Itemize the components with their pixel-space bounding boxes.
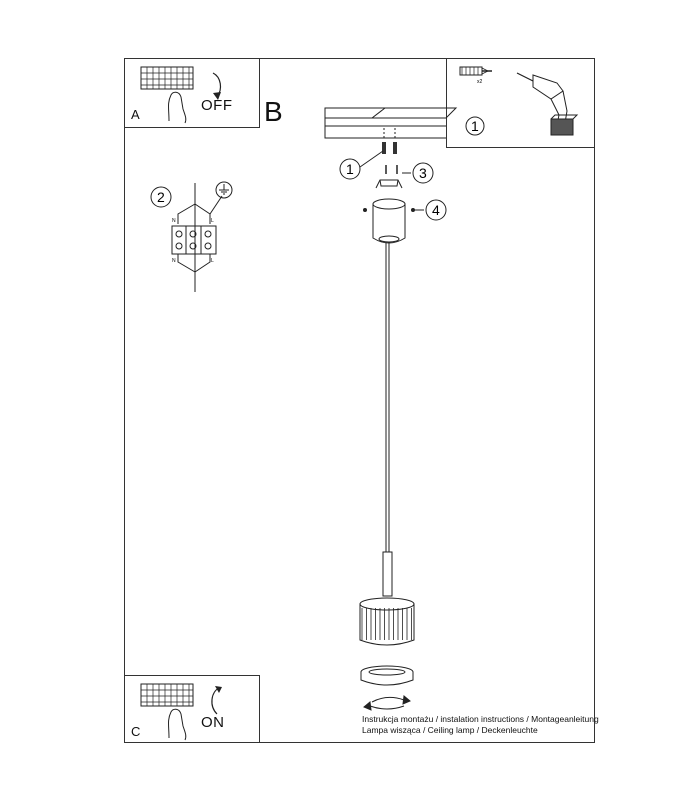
tools-panel: x2 1 <box>446 58 595 148</box>
switch-panel-on-illustration <box>140 683 222 741</box>
lamp-stem <box>382 551 393 597</box>
terminal-label-n-top: N <box>172 218 176 224</box>
switch-on-label: ON <box>201 714 225 731</box>
callout-3-number: 3 <box>419 165 427 181</box>
terminal-label-l-bottom: L <box>211 258 214 264</box>
wiring-terminal-diagram <box>171 183 223 292</box>
ribbed-lampshade <box>359 597 415 646</box>
panel-a-letter: A <box>131 107 140 122</box>
drill-icon <box>516 72 579 136</box>
panel-c-letter: C <box>131 724 141 739</box>
canopy-icon <box>372 198 406 244</box>
panel-a-switch-off: A OFF <box>124 58 260 128</box>
caption-line-2: Lampa wisząca / Ceiling lamp / Deckenleu… <box>362 725 538 735</box>
callout-2-number: 2 <box>157 189 165 205</box>
diffuser-ring <box>360 665 414 686</box>
switch-off-label: OFF <box>201 97 233 114</box>
rotate-arrow-icon <box>363 695 411 711</box>
screw-icon <box>382 142 397 154</box>
tools-step-number: 1 <box>471 118 479 134</box>
caption-line-1: Instrukcja montażu / instalation instruc… <box>362 714 599 724</box>
suspension-cable <box>385 242 390 552</box>
panel-c-switch-on: C ON <box>124 675 260 743</box>
tools-illustration: x2 1 <box>459 66 579 136</box>
callout-4-number: 4 <box>432 202 440 218</box>
panel-b-letter: B <box>264 96 283 127</box>
plug-count-label: x2 <box>477 79 483 85</box>
instruction-frame <box>124 58 595 743</box>
ceiling-illustration <box>324 107 458 139</box>
mounting-bracket-icon <box>375 179 403 189</box>
switch-panel-off-illustration <box>140 66 222 124</box>
ground-symbol-icon <box>215 181 233 199</box>
terminal-label-n-bottom: N <box>172 258 176 264</box>
callout-1-number: 1 <box>346 161 354 177</box>
terminal-label-l-top: L <box>211 218 214 224</box>
wall-plug-icon <box>459 66 492 76</box>
